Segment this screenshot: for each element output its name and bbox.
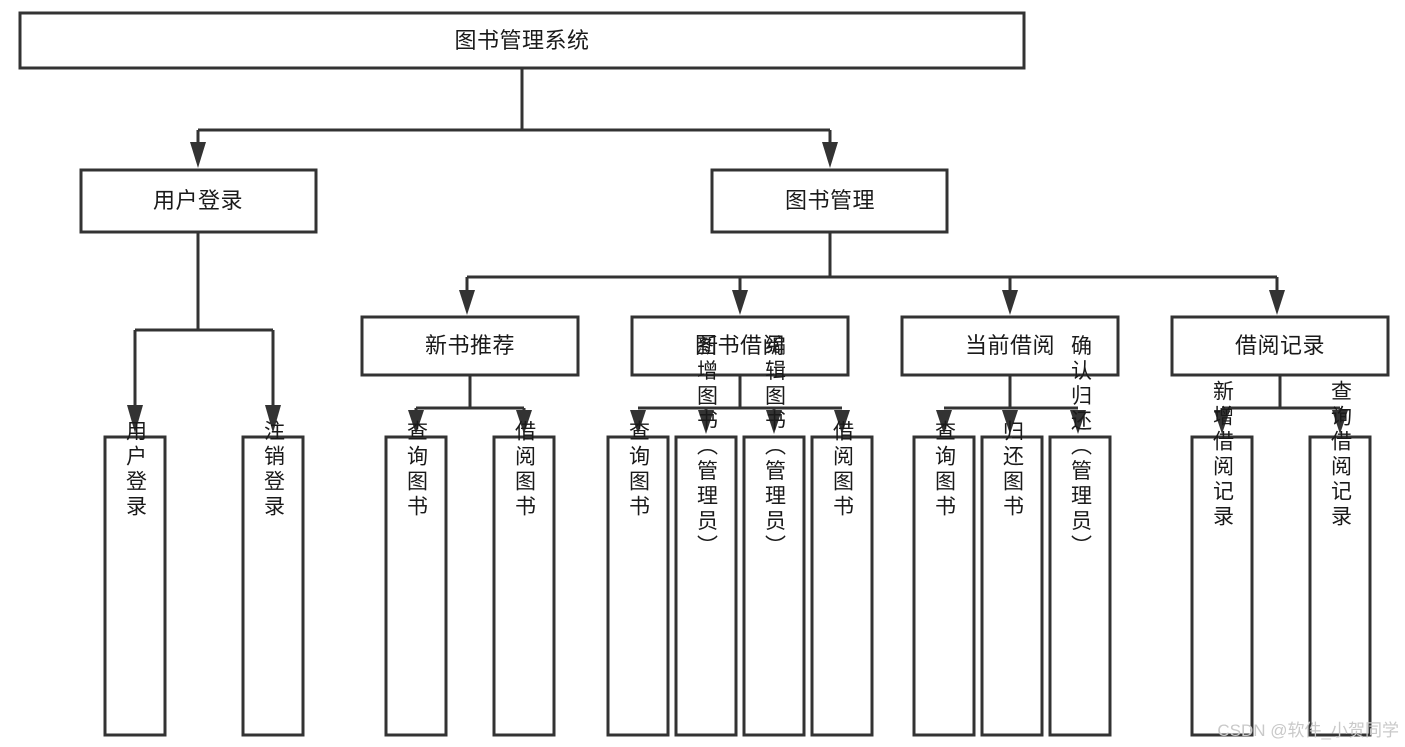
leaf-book-borrow-2-label: 新增图书（管理员） bbox=[695, 335, 719, 560]
arrow-root-to-user-login bbox=[190, 142, 206, 168]
leaf-user-login-1-label: 用户登录 bbox=[124, 420, 148, 520]
arrow-borrow-leaf-1 bbox=[630, 410, 646, 434]
leaf-book-borrow-4-label: 借阅图书 bbox=[831, 420, 855, 520]
node-borrow-record-box bbox=[1170, 315, 1390, 377]
node-user-login[interactable]: 用户登录 bbox=[79, 168, 318, 234]
node-current-borrow-box bbox=[900, 315, 1120, 377]
leaf-current-borrow-3-label: 确认归还（管理员） bbox=[1069, 335, 1093, 560]
leaf-borrow-record-1[interactable]: 新增借阅记录 bbox=[1190, 380, 1254, 737]
node-new-book-recommend[interactable]: 新书推荐 bbox=[360, 315, 580, 377]
node-current-borrow-label: 当前借阅 bbox=[965, 333, 1055, 358]
leaf-book-borrow-3[interactable]: 编辑图书（管理员） bbox=[742, 335, 806, 737]
leaf-user-login-1-box bbox=[103, 435, 167, 737]
arrow-new-book-leaf-2 bbox=[516, 410, 532, 434]
leaf-borrow-record-2-label: 查询借阅记录 bbox=[1329, 380, 1353, 530]
leaf-borrow-record-1-label: 新增借阅记录 bbox=[1211, 380, 1235, 530]
leaf-book-borrow-1-label: 查询图书 bbox=[627, 420, 651, 520]
leaf-current-borrow-3-box bbox=[1048, 435, 1112, 737]
node-root-system[interactable]: 图书管理系统 bbox=[18, 11, 1026, 70]
leaf-current-borrow-1-label: 查询图书 bbox=[933, 420, 957, 520]
leaf-borrow-record-2-box bbox=[1308, 435, 1372, 737]
arrow-borrow-leaf-2 bbox=[698, 410, 714, 434]
node-book-borrow-label: 图书借阅 bbox=[695, 333, 785, 358]
arrow-borrow-leaf-4 bbox=[834, 410, 850, 434]
leaf-book-borrow-3-box bbox=[742, 435, 806, 737]
leaf-book-borrow-2[interactable]: 新增图书（管理员） bbox=[674, 335, 738, 737]
arrow-current-leaf-1 bbox=[936, 410, 952, 434]
arrow-borrow-leaf-3 bbox=[766, 410, 782, 434]
leaf-user-login-1[interactable]: 用户登录 bbox=[103, 420, 167, 737]
node-borrow-record-label: 借阅记录 bbox=[1235, 333, 1325, 358]
node-current-borrow[interactable]: 当前借阅 bbox=[900, 315, 1120, 377]
leaf-new-book-2-label: 借阅图书 bbox=[513, 420, 537, 520]
leaf-current-borrow-3[interactable]: 确认归还（管理员） bbox=[1048, 335, 1112, 737]
arrow-book-mgmt-to-new-book bbox=[459, 290, 475, 315]
node-user-login-box bbox=[79, 168, 318, 234]
leaf-book-borrow-1-box bbox=[606, 435, 670, 737]
arrow-root-to-book-mgmt bbox=[822, 142, 838, 168]
leaf-book-borrow-1[interactable]: 查询图书 bbox=[606, 420, 670, 737]
leaf-new-book-2[interactable]: 借阅图书 bbox=[492, 420, 556, 737]
arrow-book-mgmt-to-record bbox=[1269, 290, 1285, 315]
leaf-user-login-2-label: 注销登录 bbox=[262, 420, 286, 520]
node-book-management-label: 图书管理 bbox=[785, 188, 875, 213]
leaf-user-login-2-box bbox=[241, 435, 305, 737]
leaf-new-book-1-label: 查询图书 bbox=[405, 420, 429, 520]
leaf-book-borrow-4[interactable]: 借阅图书 bbox=[810, 420, 874, 737]
node-user-login-label: 用户登录 bbox=[153, 188, 243, 213]
leaf-current-borrow-2-label: 归还图书 bbox=[1001, 420, 1025, 520]
leaf-user-login-2[interactable]: 注销登录 bbox=[241, 420, 305, 737]
node-book-management[interactable]: 图书管理 bbox=[710, 168, 949, 234]
leaf-book-borrow-4-box bbox=[810, 435, 874, 737]
leaf-current-borrow-2[interactable]: 归还图书 bbox=[980, 420, 1044, 737]
node-book-management-box bbox=[710, 168, 949, 234]
arrow-book-mgmt-to-borrow bbox=[732, 290, 748, 315]
node-root-label: 图书管理系统 bbox=[454, 28, 589, 53]
arrow-user-login-leaf-2 bbox=[265, 405, 281, 433]
node-borrow-record[interactable]: 借阅记录 bbox=[1170, 315, 1390, 377]
arrow-record-leaf-2 bbox=[1332, 410, 1348, 434]
arrow-book-mgmt-to-current bbox=[1002, 290, 1018, 315]
leaf-book-borrow-2-box bbox=[674, 435, 738, 737]
node-book-borrow[interactable]: 图书借阅 bbox=[630, 315, 850, 377]
leaf-new-book-1-box bbox=[384, 435, 448, 737]
leaf-book-borrow-3-label: 编辑图书（管理员） bbox=[763, 335, 787, 560]
leaf-new-book-1[interactable]: 查询图书 bbox=[384, 420, 448, 737]
leaf-current-borrow-2-box bbox=[980, 435, 1044, 737]
leaf-borrow-record-1-box bbox=[1190, 435, 1254, 737]
arrow-record-leaf-1 bbox=[1214, 410, 1230, 434]
leaf-current-borrow-1-box bbox=[912, 435, 976, 737]
node-root-box bbox=[18, 11, 1026, 70]
arrow-current-leaf-3 bbox=[1070, 410, 1086, 434]
arrow-user-login-leaf-1 bbox=[127, 405, 143, 433]
edges-layer bbox=[127, 68, 1348, 434]
node-book-borrow-box bbox=[630, 315, 850, 377]
leaf-new-book-2-box bbox=[492, 435, 556, 737]
arrow-current-leaf-2 bbox=[1002, 410, 1018, 434]
node-new-book-recommend-box bbox=[360, 315, 580, 377]
leaf-borrow-record-2[interactable]: 查询借阅记录 bbox=[1308, 380, 1372, 737]
node-new-book-recommend-label: 新书推荐 bbox=[425, 333, 515, 358]
arrow-new-book-leaf-1 bbox=[408, 410, 424, 434]
leaf-current-borrow-1[interactable]: 查询图书 bbox=[912, 420, 976, 737]
